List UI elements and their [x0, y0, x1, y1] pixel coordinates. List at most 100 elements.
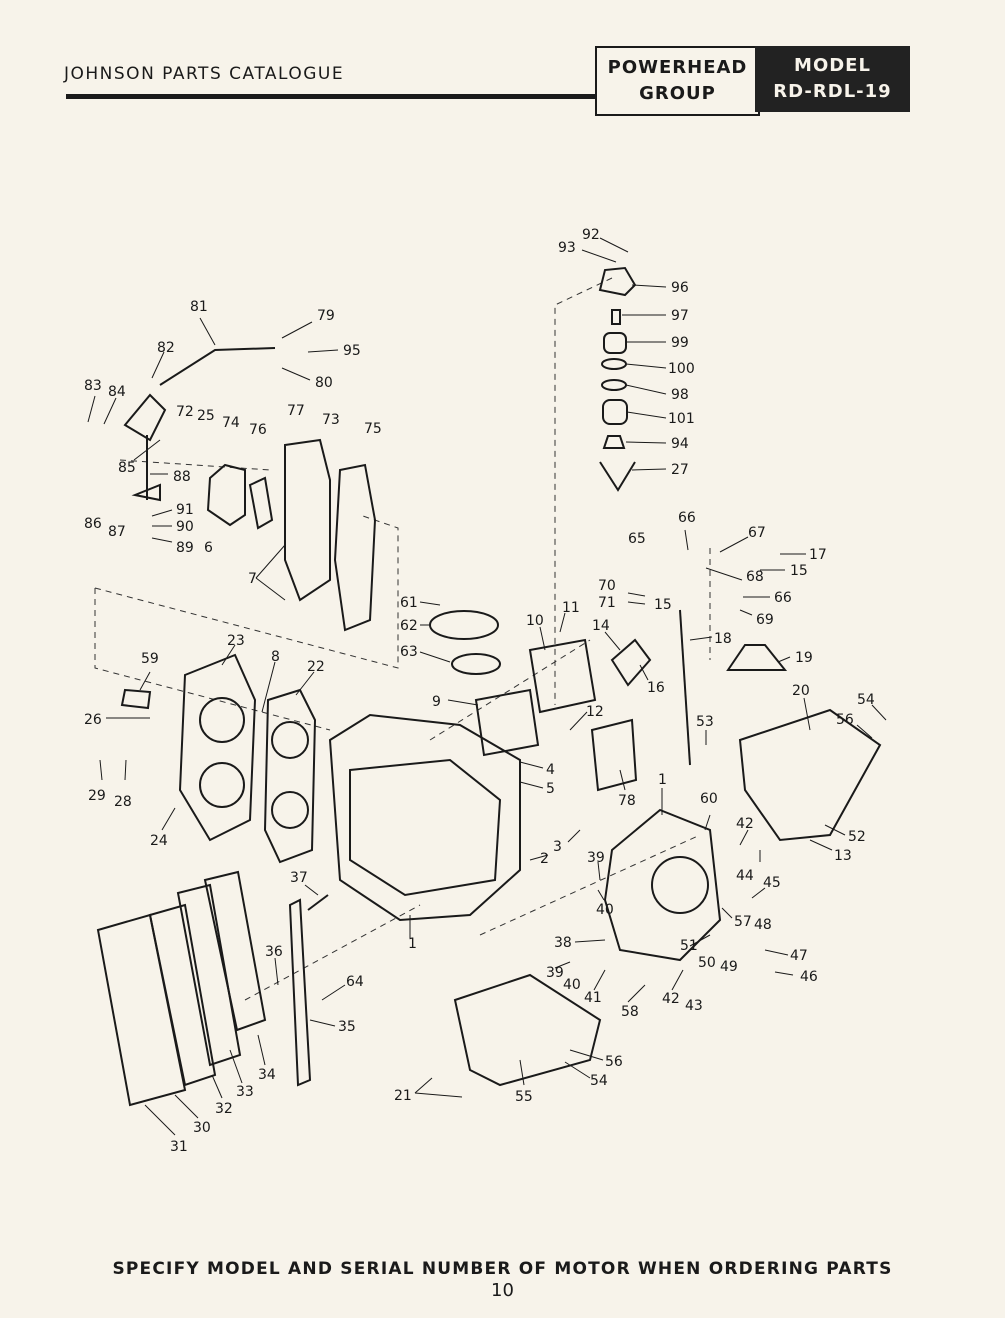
leader-line	[414, 1092, 463, 1098]
callout-label: 31	[170, 1139, 188, 1155]
callout-label: 1	[658, 772, 667, 788]
callout-label: 49	[720, 959, 738, 975]
callout-label: 97	[671, 308, 689, 324]
leader-line	[705, 567, 743, 581]
parts-art	[96, 266, 882, 1107]
callout-label: 5	[546, 781, 555, 797]
callout-label: 13	[834, 848, 852, 864]
leader-line	[414, 1077, 433, 1094]
callout-label: 87	[108, 524, 126, 540]
callout-label: 65	[628, 531, 646, 547]
leader-line	[597, 889, 605, 901]
boot-part	[726, 644, 788, 671]
leader-line	[295, 671, 315, 696]
leader-line	[539, 626, 546, 651]
callout-label: 88	[173, 469, 191, 485]
leader-line	[671, 969, 684, 991]
callout-label: 8	[271, 649, 280, 665]
leader-line	[419, 651, 451, 663]
leader-line	[257, 1034, 266, 1066]
callout-label: 77	[287, 403, 305, 419]
callout-labels: 92 93 96 97 99 100 98 101 94 27 81 79 95…	[84, 227, 875, 1155]
leader-line	[627, 984, 646, 1003]
callout-label: 22	[307, 659, 325, 675]
callout-label: 3	[553, 839, 562, 855]
callout-label: 78	[618, 793, 636, 809]
leader-line	[221, 644, 236, 666]
callout-label: 70	[598, 578, 616, 594]
callout-label: 86	[84, 516, 102, 532]
callout-label: 53	[696, 714, 714, 730]
callout-label: 16	[647, 680, 665, 696]
cylinder-head-part	[178, 653, 257, 842]
leader-line	[774, 971, 794, 976]
callout-label: 45	[763, 875, 781, 891]
callout-label: 42	[662, 991, 680, 1007]
leader-line	[151, 351, 165, 379]
leader-line	[626, 411, 667, 419]
callout-label: 83	[84, 378, 102, 394]
inlet-cover-part	[528, 638, 597, 714]
callout-label: 59	[141, 651, 159, 667]
callout-label: 85	[118, 460, 136, 476]
callout-label: 17	[809, 547, 827, 563]
leader-line	[307, 349, 339, 353]
leader-line	[809, 839, 833, 851]
callout-label: 98	[671, 387, 689, 403]
callout-label: 54	[857, 692, 875, 708]
ordering-note: SPECIFY MODEL AND SERIAL NUMBER OF MOTOR…	[112, 1259, 893, 1279]
callout-label: 91	[176, 502, 194, 518]
model-line-1: MODEL	[794, 55, 871, 76]
callout-label: 25	[197, 408, 215, 424]
leader-line	[751, 887, 766, 899]
leader-line	[597, 861, 601, 881]
callout-label: 46	[800, 969, 818, 985]
group-line-1: POWERHEAD	[607, 57, 748, 78]
model-box: MODEL RD-RDL-19	[755, 46, 910, 112]
callout-label: 55	[515, 1089, 533, 1105]
leader-line	[777, 656, 791, 663]
bushing-part	[603, 332, 627, 354]
leader-line	[174, 1094, 199, 1119]
leader-line	[274, 957, 279, 986]
cylinder-head-part	[284, 438, 331, 602]
callout-label: 38	[554, 935, 572, 951]
cone-part	[602, 435, 626, 449]
catalogue-title: JOHNSON PARTS CATALOGUE	[64, 64, 345, 84]
callout-label: 48	[754, 917, 772, 933]
exhaust-plate-part	[203, 870, 267, 1032]
bracket-part	[610, 638, 652, 687]
callout-label: 28	[114, 794, 132, 810]
gasket-hole-part	[271, 721, 309, 759]
callout-label: 58	[621, 1004, 639, 1020]
callout-label: 18	[714, 631, 732, 647]
leader-line	[631, 468, 667, 471]
guide-line	[94, 588, 331, 731]
leader-line	[625, 441, 667, 444]
leader-line	[569, 711, 588, 731]
leader-line	[281, 321, 313, 339]
lower-mount-part	[453, 973, 602, 1087]
callout-label: 72	[176, 404, 194, 420]
callout-label: 29	[88, 788, 106, 804]
leader-line	[721, 907, 733, 919]
callout-label: 32	[215, 1101, 233, 1117]
callout-label: 74	[222, 415, 240, 431]
leader-line	[625, 363, 667, 369]
callout-label: 50	[698, 955, 716, 971]
callout-label: 81	[190, 299, 208, 315]
callout-label: 15	[790, 563, 808, 579]
throttle-rod-part	[159, 347, 276, 386]
callout-label: 67	[748, 525, 766, 541]
leader-line	[856, 724, 873, 739]
block-web-part	[349, 758, 502, 897]
callout-label: 21	[394, 1088, 412, 1104]
gasket-ring-part	[429, 610, 499, 640]
leader-line	[447, 699, 479, 706]
callout-label: 4	[546, 762, 555, 778]
callout-label: 68	[746, 569, 764, 585]
callout-label: 10	[526, 613, 544, 629]
callout-label: 44	[736, 868, 754, 884]
callout-label: 40	[563, 977, 581, 993]
leader-line	[639, 664, 649, 681]
